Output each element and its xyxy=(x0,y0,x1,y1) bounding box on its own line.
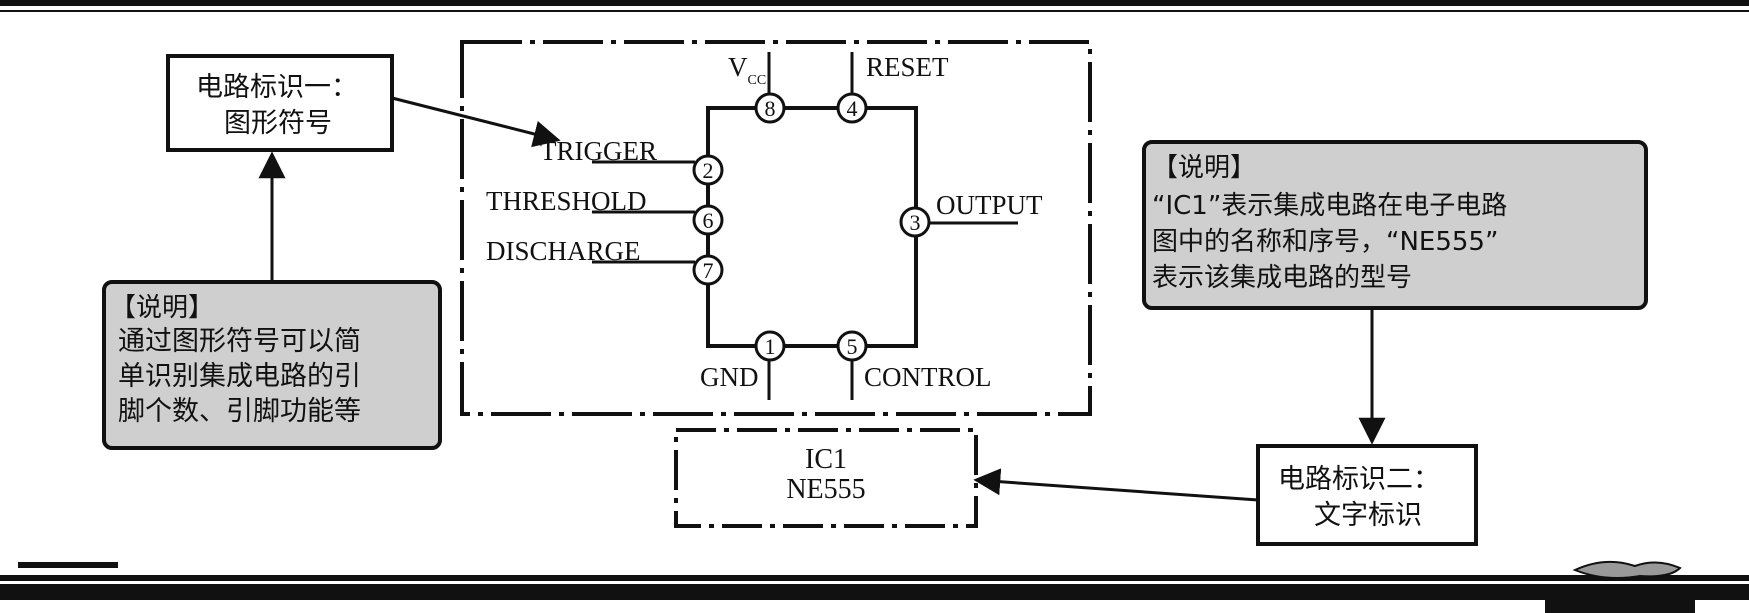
note-right-line-1: “IC1”表示集成电路在电子电路 xyxy=(1152,191,1507,221)
note-right-line-2: 图中的名称和序号，“NE555” xyxy=(1152,227,1498,257)
note-left-line-1: 通过图形符号可以简 xyxy=(118,326,361,357)
label-text-box xyxy=(1256,444,1478,546)
ident-model: NE555 xyxy=(786,474,865,505)
pin-circles xyxy=(692,92,931,362)
pin-discharge-label: DISCHARGE xyxy=(486,236,641,266)
ic-body xyxy=(706,106,918,348)
label-text-name: 文字标识 xyxy=(1314,500,1422,531)
pin-threshold-label: THRESHOLD xyxy=(486,186,647,216)
label-symbol-box xyxy=(166,54,394,152)
pin-7-circle xyxy=(692,254,724,286)
pin-4-number: 4 xyxy=(847,96,858,121)
note-right-title: 【说明】 xyxy=(1152,153,1256,183)
note-right-line-3: 表示该集成电路的型号 xyxy=(1152,263,1412,293)
pin-1-circle xyxy=(754,330,786,362)
note-left-title: 【说明】 xyxy=(110,293,214,323)
pin-4-circle xyxy=(836,92,868,124)
pin-6-circle xyxy=(692,204,724,236)
note-left-line-2: 单识别集成电路的引 xyxy=(118,361,361,392)
label-symbol-title: 电路标识一： xyxy=(196,72,358,103)
pin-3-number: 3 xyxy=(910,210,921,235)
note-left-line-3: 脚个数、引脚功能等 xyxy=(118,396,361,427)
pin-vcc-label: VCC xyxy=(728,52,766,88)
pin-leads xyxy=(592,52,1018,400)
pin-vcc-subscript: CC xyxy=(748,73,767,88)
label-symbol-name: 图形符号 xyxy=(224,108,332,139)
pin-2-circle xyxy=(692,154,724,186)
pin-6-number: 6 xyxy=(703,208,714,233)
pin-2-number: 2 xyxy=(703,158,714,183)
note-right-box xyxy=(1142,140,1648,310)
pin-5-circle xyxy=(836,330,868,362)
page-border-top xyxy=(0,0,1749,12)
pin-1-number: 1 xyxy=(765,334,776,359)
pin-8-number: 8 xyxy=(765,96,776,121)
page-border-bottom xyxy=(0,560,1749,613)
pin-output-label: OUTPUT xyxy=(936,190,1043,220)
ident-designator: IC1 xyxy=(805,444,847,475)
pin-7-number: 7 xyxy=(703,258,714,283)
symbol-frame xyxy=(460,40,1092,416)
pin-gnd-label: GND xyxy=(700,362,759,392)
pin-vcc-name: V xyxy=(728,52,748,82)
pin-reset-label: RESET xyxy=(866,52,949,82)
pin-8-circle xyxy=(754,92,786,124)
ident-frame xyxy=(674,428,978,528)
arrow-text-label-to-ident xyxy=(973,468,1259,502)
pin-5-number: 5 xyxy=(847,334,858,359)
pin-control-label: CONTROL xyxy=(864,362,992,392)
pin-3-circle xyxy=(899,206,931,238)
label-text-title: 电路标识二： xyxy=(1278,464,1440,495)
arrow-symbol-to-trigger xyxy=(391,96,561,148)
